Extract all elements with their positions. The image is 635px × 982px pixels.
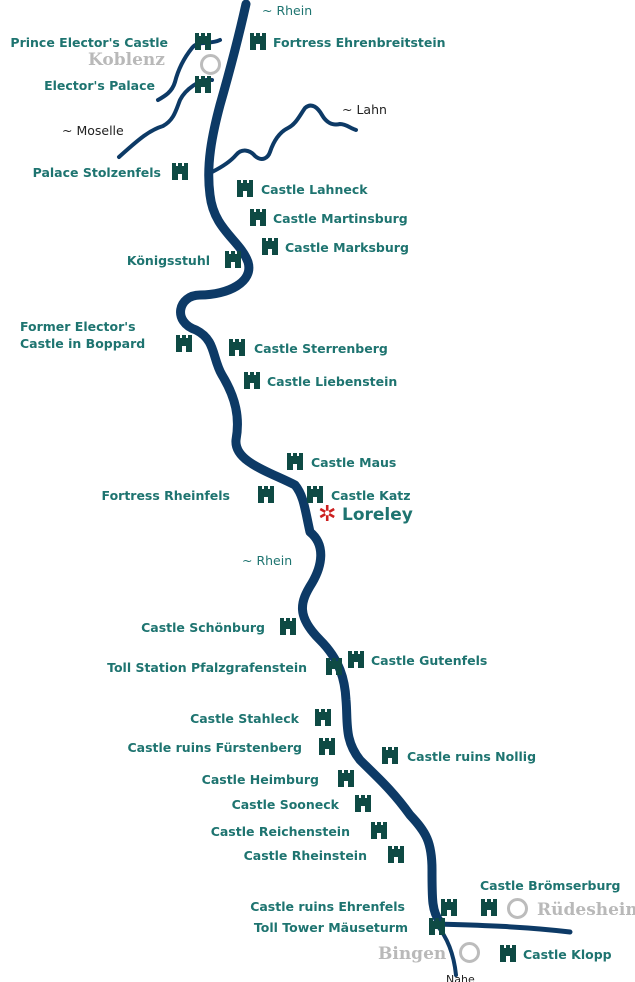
- castle-label-castle-sooneck: Castle Sooneck: [231, 797, 339, 812]
- castle-label-castle-schoenburg: Castle Schönburg: [141, 620, 265, 635]
- castle-icon: [319, 738, 335, 755]
- castle-label-castle-broemserburg: Castle Brömserburg: [480, 878, 621, 893]
- castle-label-castle-rheinstein: Castle Rheinstein: [243, 848, 367, 863]
- lahn-label: ~ Lahn: [342, 102, 387, 117]
- castle-icon: [315, 709, 331, 726]
- castle-icon: [280, 618, 296, 635]
- castle-label-toll-station-pfalzgrafenstein: Toll Station Pfalzgrafenstein: [107, 660, 307, 675]
- castle-label-castle-heimburg: Castle Heimburg: [201, 772, 319, 787]
- castle-icon: [176, 335, 192, 352]
- loreley-label: Loreley: [342, 505, 413, 525]
- castle-label-fortress-ehrenbreitstein: Fortress Ehrenbreitstein: [273, 35, 446, 50]
- rhine-lower-reach: [433, 921, 573, 935]
- castle-label-castle-martinsburg: Castle Martinsburg: [273, 211, 408, 226]
- castle-label-castle-reichenstein: Castle Reichenstein: [210, 824, 350, 839]
- castle-icon: [481, 899, 497, 916]
- castle-label-castle-klopp: Castle Klopp: [523, 947, 612, 962]
- ruedesheim-label: Rüdesheim: [537, 900, 635, 920]
- koblenz-city-marker: [200, 54, 221, 75]
- moselle-label: ~ Moselle: [62, 123, 124, 138]
- castle-icon: [348, 651, 364, 668]
- bingen-label: Bingen: [378, 944, 447, 964]
- castle-icon: [338, 770, 354, 787]
- castle-icon: [371, 822, 387, 839]
- castle-label-castle-marksburg: Castle Marksburg: [285, 240, 409, 255]
- castle-icon: [262, 238, 278, 255]
- castle-icon: [382, 747, 398, 764]
- castle-label-castle-ruins-ehrenfels: Castle ruins Ehrenfels: [250, 899, 405, 914]
- rhine-river: [176, 0, 445, 927]
- castle-icon: [388, 846, 404, 863]
- koblenz-label: Koblenz: [88, 50, 165, 70]
- bingen-city-marker: [459, 942, 480, 963]
- castle-label-castle-ruins-nollig: Castle ruins Nollig: [407, 749, 537, 764]
- moselle-river: [117, 77, 214, 159]
- lahn-river: [210, 103, 358, 174]
- castle-icon: [429, 918, 445, 935]
- loreley-marker-icon: ✲: [318, 502, 337, 527]
- castle-label-castle-maus: Castle Maus: [311, 455, 397, 470]
- castle-icon: [237, 180, 253, 197]
- castle-icon: [229, 339, 245, 356]
- castle-label-castle-liebenstein: Castle Liebenstein: [267, 374, 398, 389]
- castle-icon: [307, 486, 323, 503]
- castle-icon: [225, 251, 241, 268]
- castle-label-castle-sterrenberg: Castle Sterrenberg: [254, 341, 388, 356]
- castle-label-castle-stahleck: Castle Stahleck: [190, 711, 299, 726]
- castle-icon: [195, 76, 211, 93]
- castle-icon: [250, 33, 266, 50]
- castle-label-palace-stolzenfels: Palace Stolzenfels: [32, 165, 161, 180]
- castle-icon: [244, 372, 260, 389]
- castle-label-fortress-rheinfels: Fortress Rheinfels: [101, 488, 230, 503]
- castle-label-toll-tower-maeuseturm: Toll Tower Mäuseturm: [253, 920, 408, 935]
- castle-label-castle-ruins-fuerstenberg: Castle ruins Fürstenberg: [127, 740, 303, 755]
- castle-label-koenigsstuhl: Königsstuhl: [126, 253, 210, 268]
- castle-icon: [355, 795, 371, 812]
- castle-icon: [287, 453, 303, 470]
- castle-icon: [195, 33, 211, 50]
- rhein-label-mid: ~ Rhein: [242, 553, 293, 568]
- castle-label-prince-electors-castle: Prince Elector's Castle: [10, 35, 168, 50]
- castle-label-electors-palace: Elector's Palace: [44, 78, 155, 93]
- castle-label-castle-katz: Castle Katz: [331, 488, 411, 503]
- nahe-label-cut: Nahe: [446, 973, 475, 982]
- rhein-label-top: ~ Rhein: [262, 3, 313, 18]
- castle-label-former-electors-castle-boppard: Former Elector's Castle in Boppard: [20, 319, 146, 351]
- castle-label-castle-lahneck: Castle Lahneck: [261, 182, 368, 197]
- castle-icon: [500, 945, 516, 962]
- castle-label-castle-gutenfels: Castle Gutenfels: [371, 653, 488, 668]
- castle-icon: [441, 899, 457, 916]
- castle-icon: [326, 658, 342, 675]
- ruedesheim-city-marker: [507, 898, 528, 919]
- castle-icon: [172, 163, 188, 180]
- castle-icon: [258, 486, 274, 503]
- castle-icon: [250, 209, 266, 226]
